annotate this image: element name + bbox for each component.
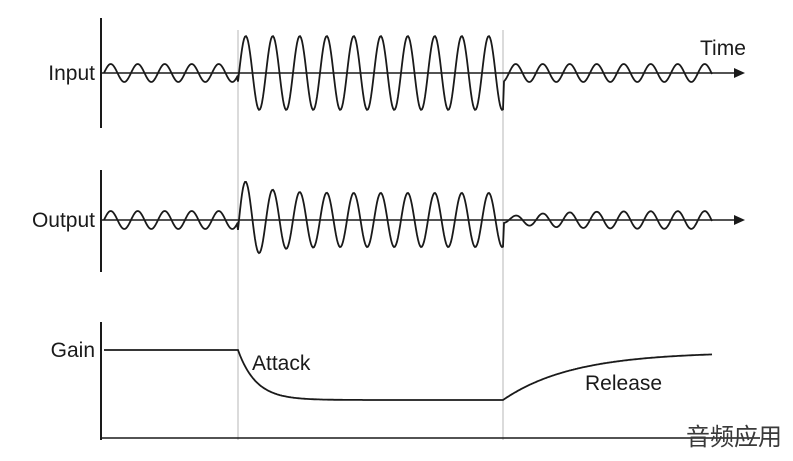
gain-curve bbox=[104, 349, 713, 401]
input-label: Input bbox=[48, 62, 95, 85]
time-axis-label: Time bbox=[700, 37, 746, 60]
input-time-arrowhead bbox=[734, 68, 745, 78]
watermark-text: 音频应用 bbox=[686, 423, 782, 451]
output-label: Output bbox=[32, 209, 95, 232]
output-waveform bbox=[103, 181, 713, 255]
gain-label: Gain bbox=[51, 339, 95, 362]
input-waveform bbox=[103, 34, 713, 112]
output-time-arrowhead bbox=[734, 215, 745, 225]
release-label: Release bbox=[585, 372, 662, 395]
attack-label: Attack bbox=[252, 352, 311, 375]
